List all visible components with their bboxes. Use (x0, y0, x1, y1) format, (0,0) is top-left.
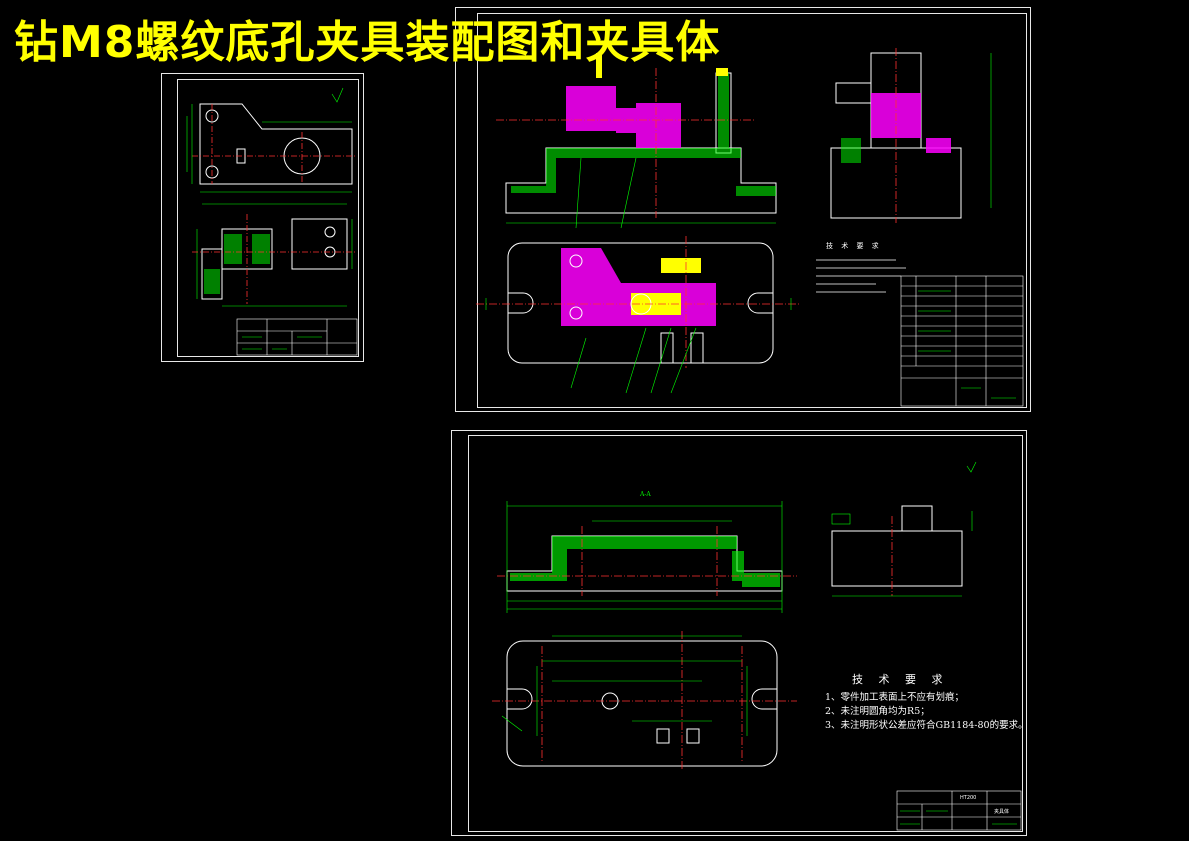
tech-requirement-1: 1、零件加工表面上不应有划痕； (825, 692, 965, 703)
tech-requirement-3: 3、未注明形状公差应符合GB1184-80的要求。 (825, 720, 1028, 731)
title-block-material: HT200 (960, 795, 977, 801)
fixture-body-sheet: A-A 技 术 要 求 1、零件加工表面上不应有划痕； 2、未注明圆角均为R5；… (451, 430, 1028, 836)
title-block-name: 夹具体 (994, 809, 1010, 815)
tech-requirement-2: 2、未注明圆角均为R5； (825, 706, 930, 717)
part-drawing-graphics (186, 87, 358, 356)
section-label: A-A (640, 491, 651, 498)
fixture-body-graphics (492, 461, 1022, 831)
assembly-tech-requirements-title: 技 术 要 求 (826, 242, 882, 250)
part-drawing-sheet (161, 73, 364, 362)
fixture-tech-requirements-title: 技 术 要 求 (852, 673, 949, 686)
assembly-drawing-sheet: 技 术 要 求 (455, 7, 1031, 412)
assembly-drawing-graphics (476, 48, 1024, 407)
page-title: 钻M8螺纹底孔夹具装配图和夹具体 (14, 17, 721, 68)
